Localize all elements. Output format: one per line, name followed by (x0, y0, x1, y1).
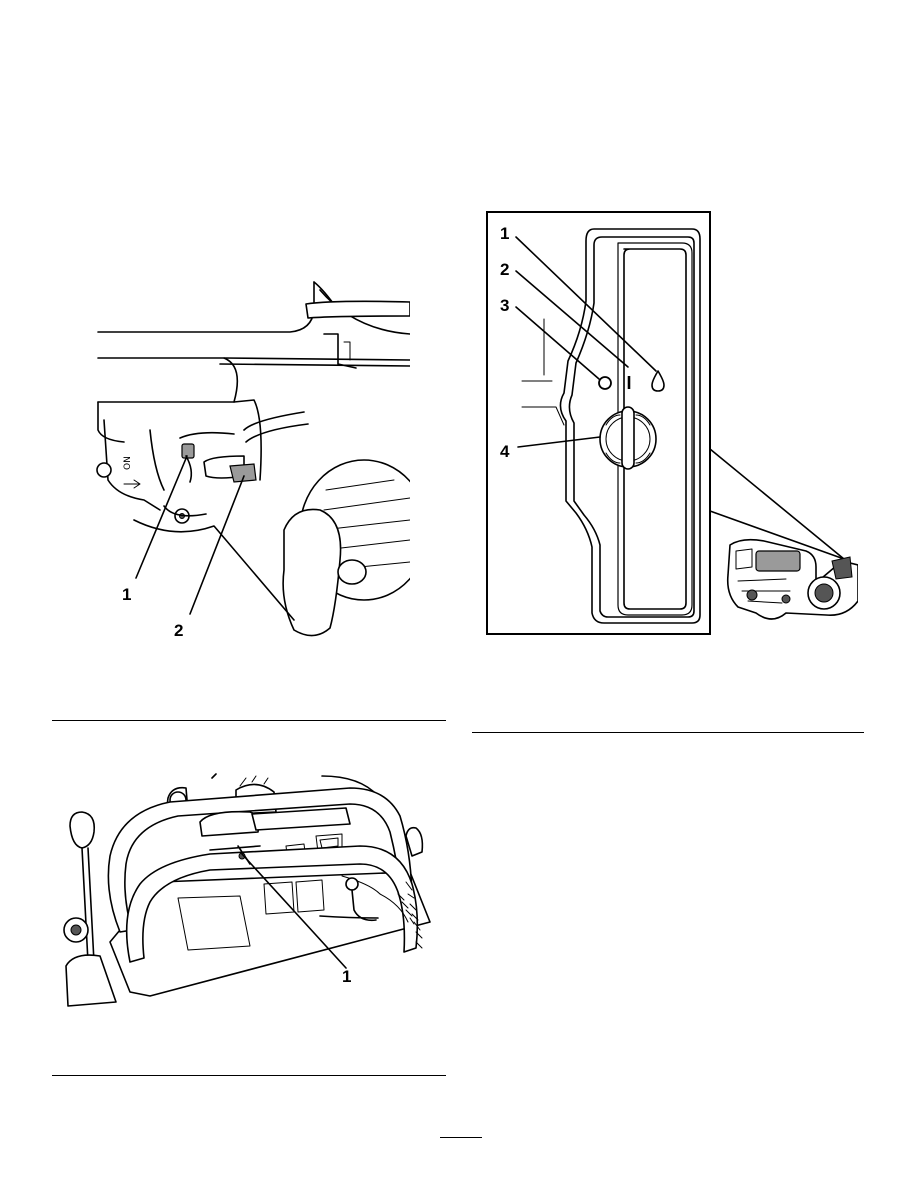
switch-on-symbol: I (626, 373, 631, 393)
figure-engine-switch-panel: I 1 2 3 4 (486, 211, 858, 636)
callout-3: 3 (500, 296, 509, 315)
figure-divider-top-right (472, 732, 864, 733)
control-panel-illustration: 1 (60, 772, 444, 1008)
engine-switch-illustration: I 1 2 3 4 (486, 211, 858, 636)
callout-2: 2 (500, 260, 509, 279)
svg-text:ON: ON (123, 456, 133, 470)
callout-1: 1 (342, 967, 351, 986)
callout-1: 1 (122, 585, 131, 604)
figure-control-panel: 1 (60, 772, 444, 1008)
callout-2: 2 (174, 621, 183, 640)
page-number-rule (440, 1137, 482, 1138)
callout-4: 4 (500, 442, 510, 461)
figure-fuel-choke-levers: ON 1 2 (94, 270, 410, 650)
engine-thumbnail (728, 540, 858, 619)
figure-divider-bottom-left (52, 1075, 446, 1076)
callout-1: 1 (500, 224, 509, 243)
fuel-choke-illustration: ON 1 2 (94, 270, 410, 650)
figure-divider-top-left (52, 720, 446, 721)
